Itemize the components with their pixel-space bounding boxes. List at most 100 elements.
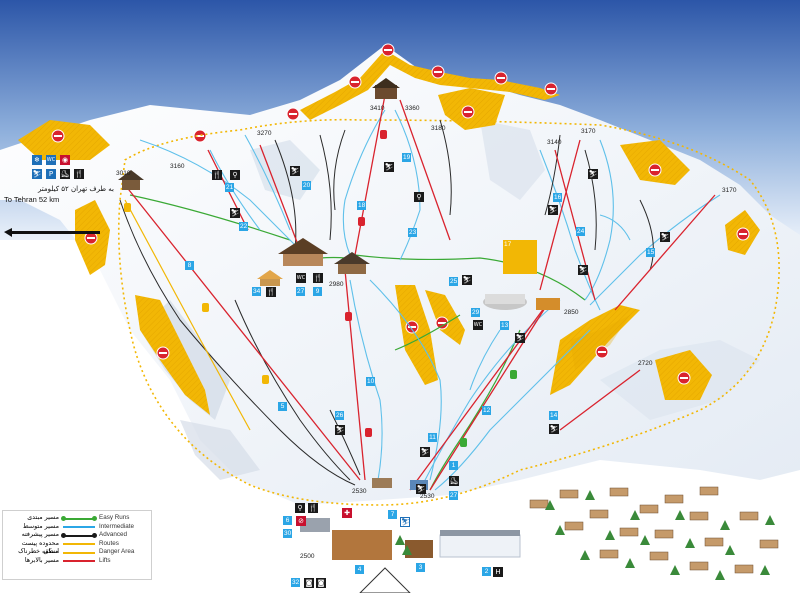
- run-number: 7: [388, 510, 397, 519]
- direction-en: To Tehran 52 km: [4, 195, 60, 204]
- restaurant-icon: 🍴: [74, 169, 84, 179]
- run-number: 30: [283, 529, 293, 538]
- legend-label-en: Easy Runs: [99, 514, 130, 521]
- legend-label-fa: مسیر بالابرها: [24, 556, 59, 564]
- gondola-cabins: [124, 130, 517, 447]
- run-number: 15: [646, 248, 656, 257]
- run-number: 19: [402, 153, 412, 162]
- wc-icon: WC: [473, 320, 483, 330]
- first-aid-icon: ✚: [342, 508, 352, 518]
- run-number: 23: [408, 228, 418, 237]
- legend-label-en: Routes: [99, 539, 119, 547]
- ski-school-icon: ❄: [32, 155, 42, 165]
- run-number: 22: [239, 222, 249, 231]
- run-number: 20: [302, 181, 312, 190]
- skier-icon: ⛷: [230, 208, 240, 218]
- run-number: 6: [283, 516, 292, 525]
- run-number: 29: [471, 308, 481, 317]
- legend-swatch: [63, 551, 95, 554]
- altitude-label: 2500: [300, 553, 315, 560]
- village: [529, 486, 779, 574]
- run-number: 14: [549, 411, 559, 420]
- run-number: 4: [355, 565, 364, 574]
- legend-item: مسیر پیشرفته Advanced: [7, 531, 147, 540]
- skier-icon: ⛷: [549, 424, 559, 434]
- buildings: [118, 78, 560, 560]
- skier-icon: ⛷: [588, 169, 598, 179]
- legend-label-fa: مسیر مبتدی: [27, 514, 59, 521]
- restaurant-icon: 🍴: [212, 170, 222, 180]
- run-number: 3: [416, 563, 425, 572]
- run-number: 26: [335, 411, 345, 420]
- lift-ticket-icon: ⛸: [60, 169, 70, 179]
- legend-label-fa: مسیر متوسط: [22, 522, 59, 530]
- restroom-icon: ⚲: [295, 503, 305, 513]
- altitude-label: 3360: [405, 105, 420, 112]
- skier-icon: ⛷: [416, 484, 426, 494]
- advanced-runs: [119, 119, 654, 486]
- legend-label-en: Advanced: [99, 531, 128, 539]
- map-legend: مسیر مبتدی Easy Runs مسیر متوسط Intermediat…: [2, 510, 152, 580]
- legend-label-fa: مسیر پیشرفته: [21, 531, 59, 539]
- road-marker: [359, 567, 411, 593]
- wc-icon: WC: [46, 155, 56, 165]
- legend-label-fa: محدوده پیست اسکی: [21, 539, 59, 556]
- skier-icon: ⛷: [548, 205, 558, 215]
- run-number: 1: [449, 461, 458, 470]
- run-number: 5: [278, 402, 287, 411]
- parking-icon: P: [46, 169, 56, 179]
- skier-icon: ⛷: [384, 162, 394, 172]
- skier-icon: ⛷: [578, 265, 588, 275]
- run-number: 16: [553, 193, 563, 202]
- skier-icon: ⛷: [420, 447, 430, 457]
- altitude-label: 2980: [329, 281, 344, 288]
- restroom-icon: ⚲: [230, 170, 240, 180]
- skier-icon: ⛷: [335, 425, 345, 435]
- altitude-label: 2720: [638, 360, 653, 367]
- run-number: 27: [296, 287, 306, 296]
- run-number: 2: [482, 567, 491, 576]
- legend-item: مسیر متوسط Intermediate: [7, 523, 147, 532]
- legend-swatch: [63, 543, 95, 546]
- legend-swatch: [63, 526, 95, 529]
- run-number: 32: [291, 578, 301, 587]
- restaurant-icon: 🍴: [313, 273, 323, 283]
- skier-icon: ⛷: [462, 275, 472, 285]
- first-aid-icon: ◉: [60, 155, 70, 165]
- run-number: 18: [357, 201, 367, 210]
- altitude-label: 2530: [420, 493, 435, 500]
- altitude-label: 2850: [564, 309, 579, 316]
- restroom-icon: ⚲: [414, 192, 424, 202]
- legend-label-en: Intermediate: [99, 522, 135, 530]
- legend-swatch: [61, 533, 97, 539]
- wc-icon: WC: [296, 273, 306, 283]
- altitude-label: 3160: [170, 163, 185, 170]
- skier-icon: ⛷: [515, 333, 525, 343]
- altitude-label: 3180: [431, 125, 446, 132]
- legend-item: مسیر بالابرها Lifts: [7, 557, 147, 566]
- photo-icon: ◙: [304, 578, 314, 588]
- legend-item: محدوده پیست اسکی Routes: [7, 539, 147, 556]
- tehran-direction: به طرف تهران ۵۲ کیلومتر To Tehran 52 km: [4, 185, 114, 204]
- legend-item: مسیر مبتدی Easy Runs: [7, 514, 147, 523]
- no-entry-signs: [51, 43, 750, 385]
- run-number: 13: [500, 321, 510, 330]
- hotel-icon: H: [493, 567, 503, 577]
- skier-icon: ⛷: [400, 517, 410, 527]
- altitude-label: 3170: [581, 128, 596, 135]
- run-number: 27: [449, 491, 459, 500]
- altitude-label: 3270: [257, 130, 272, 137]
- no-entry-icon: ⊘: [296, 516, 306, 526]
- run-number: 9: [313, 287, 322, 296]
- lift-lines-yellow: [124, 199, 251, 431]
- altitude-label: 3170: [722, 187, 737, 194]
- altitude-label: 2530: [352, 488, 367, 495]
- run-number: 17: [503, 240, 537, 274]
- legend-label-en: Lifts: [99, 556, 111, 564]
- direction-fa: به طرف تهران ۵۲ کیلومتر: [37, 185, 114, 193]
- run-number: 12: [482, 406, 492, 415]
- altitude-label: 3140: [547, 139, 562, 146]
- legend-swatch: [61, 516, 97, 521]
